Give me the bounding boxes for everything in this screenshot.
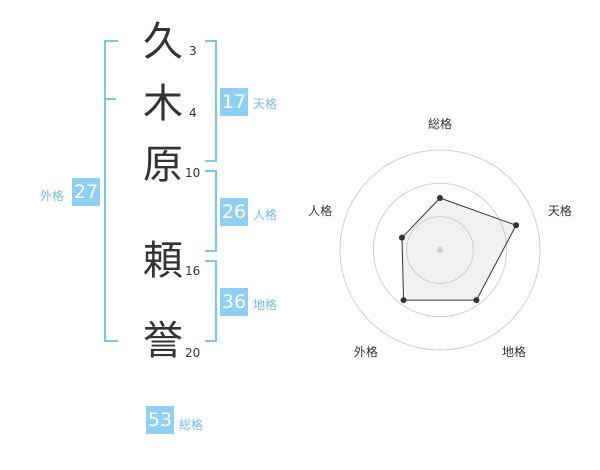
radar-point-5 [398, 234, 405, 241]
radar-axis-label-1: 総格 [428, 116, 452, 131]
tenkaku-bracket [205, 40, 217, 162]
radar-axis-label-4: 外格 [354, 344, 378, 359]
radar-axis-label-3: 地格 [502, 344, 526, 359]
chikaku-value: 36 [220, 288, 248, 316]
radar-point-4 [400, 297, 407, 304]
radar-point-1 [437, 195, 443, 201]
radar-ring-1 [406, 216, 474, 284]
gaikaku-bracket-mid [104, 98, 116, 100]
stroke-count-5: 20 [185, 346, 201, 360]
soukaku-value: 53 [146, 406, 174, 434]
radar-axis-label-2: 天格 [548, 203, 572, 218]
stroke-count-1: 3 [189, 44, 197, 58]
name-char-3: 原 [143, 142, 183, 188]
radar-polygon [401, 197, 517, 301]
radar-point-2 [513, 222, 520, 229]
chikaku-bracket [205, 260, 217, 342]
radar-point-3 [473, 297, 480, 304]
gaikaku-label: 外格 [40, 189, 65, 203]
name-char-2: 木 [143, 81, 183, 127]
name-char-1: 久 [143, 19, 183, 65]
name-char-5: 誉 [143, 318, 183, 364]
soukaku-label: 総格 [179, 418, 204, 432]
gaikaku-bracket [104, 40, 118, 342]
radar-axis-label-5: 人格 [308, 203, 332, 218]
jinkaku-value: 26 [220, 198, 248, 226]
radar-ring-3 [339, 149, 541, 351]
jinkaku-label: 人格 [253, 208, 278, 222]
tenkaku-value: 17 [220, 88, 248, 116]
stroke-count-4: 16 [185, 264, 201, 278]
stroke-count-2: 4 [189, 106, 197, 120]
name-char-4: 頼 [143, 238, 183, 284]
chikaku-label: 地格 [253, 298, 278, 312]
tenkaku-label: 天格 [253, 97, 278, 111]
radar-ring-2 [372, 182, 508, 318]
radar-center-dot [437, 247, 443, 253]
stroke-count-3: 10 [185, 166, 201, 180]
jinkaku-bracket [205, 170, 217, 252]
gaikaku-value: 27 [72, 178, 100, 206]
